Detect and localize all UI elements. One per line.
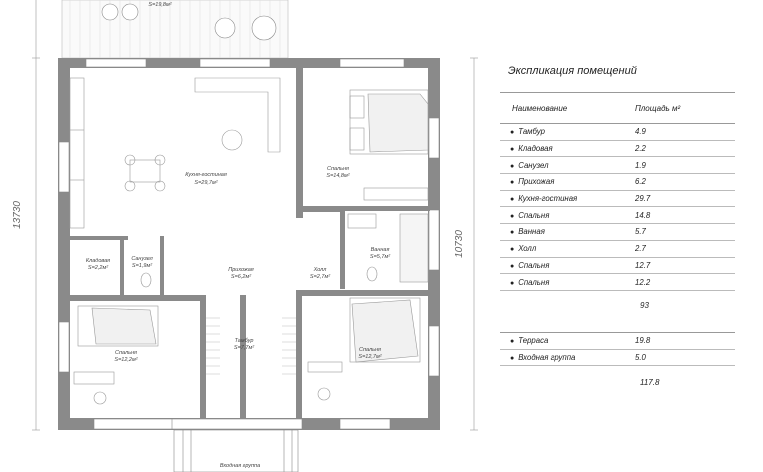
hallway-name: Прихожая	[228, 267, 254, 273]
closet-hatching	[206, 317, 296, 375]
terrace-area: S=19,8м²	[148, 2, 171, 8]
room-name: Ванная	[518, 227, 545, 237]
explication-panel: Экспликация помещений Наименование Площа…	[492, 58, 750, 398]
bedroom1-area: S=14,8м²	[326, 173, 349, 179]
explication-title: Экспликация помещений	[508, 65, 637, 77]
room-name: Прихожая	[518, 177, 555, 187]
room-area: 1.9	[635, 160, 646, 170]
bedroom2-furniture	[73, 305, 159, 405]
room-area: 12.2	[635, 277, 651, 287]
bedroom3-furniture	[307, 297, 421, 401]
hall-name: Холл	[313, 267, 327, 273]
subtotal: 93	[640, 301, 649, 310]
room-name: Спальня	[518, 210, 550, 220]
room-area: 5.7	[635, 227, 646, 237]
room-area: 5.0	[635, 353, 646, 363]
interior-walls	[70, 68, 430, 418]
windows	[58, 58, 440, 430]
room-area: 29.7	[635, 194, 651, 204]
bath-name: Ванная	[371, 247, 390, 253]
room-area: 2.2	[635, 144, 646, 154]
vestibule-name: Тамбур	[235, 338, 254, 344]
kitchen-area: S=29,7м²	[194, 180, 217, 186]
header-area: Площадь м²	[635, 103, 681, 113]
room-area: 12.7	[635, 260, 651, 270]
vestibule-area: S=7,7м²	[234, 345, 254, 351]
hall-area: S=2,7м²	[310, 274, 330, 280]
bath-area: S=5,7м²	[370, 254, 390, 260]
room-name: Кухня-гостиная	[518, 194, 578, 204]
room-area: 4.9	[635, 127, 646, 137]
bedroom2-area: S=12,2м²	[114, 357, 137, 363]
dimension-right: 10730	[454, 230, 465, 258]
storage-name: Кладовая	[86, 258, 110, 264]
room-area: 6.2	[635, 177, 646, 187]
header-name: Наименование	[512, 103, 568, 113]
room-area: 2.7	[635, 244, 646, 254]
room-area: 19.8	[635, 336, 651, 346]
kitchen-furniture	[69, 77, 281, 229]
room-name: Спальня	[518, 260, 550, 270]
room-name: Терраса	[518, 336, 549, 346]
table-header: Наименование Площадь м²	[500, 93, 735, 124]
room-name: Холл	[518, 244, 537, 254]
bath-fixtures	[140, 213, 429, 288]
bedroom1-furniture	[349, 89, 429, 201]
bedroom2-name: Спальня	[115, 350, 137, 356]
entrance-name: Входная группа	[220, 463, 260, 469]
toilet-name: Санузел	[131, 256, 152, 262]
room-name: Тамбур	[518, 127, 545, 137]
bedroom1-name: Спальня	[327, 166, 349, 172]
room-name: Кладовая	[518, 144, 553, 154]
dimension-left: 13730	[12, 201, 23, 229]
room-name: Санузел	[518, 160, 549, 170]
storage-area: S=2,2м²	[88, 265, 108, 271]
dimension-lines	[32, 0, 478, 431]
terrace	[61, 0, 289, 59]
bedroom3-area: S=12,7м²	[358, 354, 381, 360]
total: 117.8	[640, 378, 660, 387]
kitchen-name: Кухня-гостиная	[185, 172, 227, 178]
bedroom3-name: Спальня	[359, 347, 381, 353]
toilet-area: S=1,9м²	[132, 263, 152, 269]
room-area: 14.8	[635, 210, 651, 220]
room-name: Входная группа	[518, 353, 576, 363]
entrance-group	[173, 429, 299, 472]
room-name: Спальня	[518, 277, 550, 287]
hallway-area: S=6,2м²	[231, 274, 251, 280]
